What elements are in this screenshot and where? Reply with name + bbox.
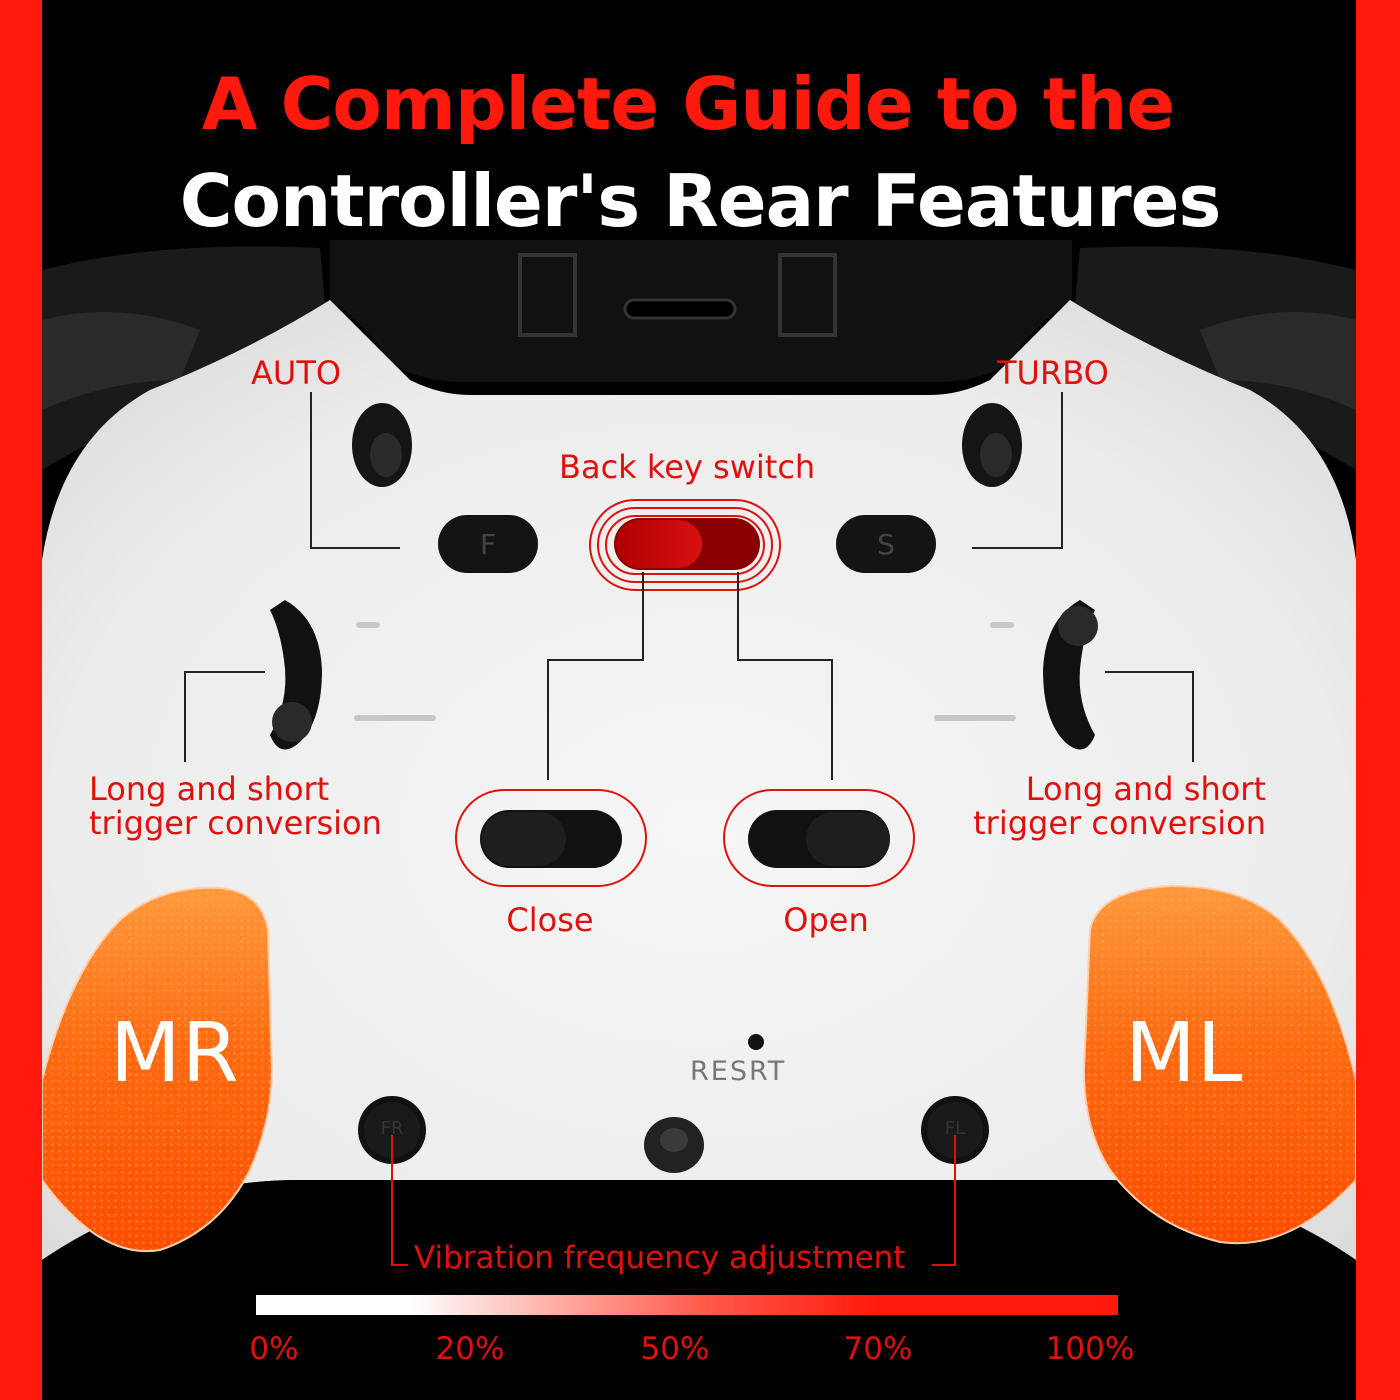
page-title-line1: A Complete Guide to the	[201, 62, 1175, 146]
usb-port-housing	[330, 240, 1072, 382]
left-trigger-label-line1: Long and short	[89, 770, 330, 808]
page-title-line2: Controller's Rear Features	[179, 159, 1222, 243]
reset-label: RESRT	[690, 1056, 787, 1087]
auto-hole-icon	[352, 403, 412, 487]
reset-hole-icon	[748, 1034, 764, 1050]
turbo-label: TURBO	[997, 354, 1109, 392]
vibration-leader-line-right	[932, 1135, 956, 1266]
left-trigger-slider-icon	[270, 600, 436, 750]
fl-button-label: FL	[944, 1118, 966, 1139]
right-red-border	[1356, 0, 1400, 1400]
f-button-label: F	[479, 528, 497, 561]
ml-paddle-shape	[1082, 884, 1357, 1245]
back-key-switch-label: Back key switch	[559, 448, 816, 486]
left-red-border	[0, 0, 42, 1400]
mr-paddle-label: MR	[110, 1006, 240, 1101]
open-label: Open	[783, 901, 869, 939]
scale-tick-70: 70%	[843, 1331, 913, 1367]
open-toggle-icon	[723, 789, 915, 887]
mr-paddle-shape	[41, 886, 274, 1253]
right-trigger-slider-icon	[934, 600, 1098, 750]
right-trigger-label-line1: Long and short	[1025, 770, 1266, 808]
scale-tick-100: 100%	[1045, 1331, 1135, 1367]
fr-button-label: FR	[380, 1118, 404, 1139]
scale-tick-0: 0%	[249, 1331, 299, 1367]
right-trigger-label-line2: trigger conversion	[973, 804, 1266, 842]
vibration-leader-line	[391, 1135, 408, 1266]
close-label: Close	[506, 901, 594, 939]
s-button-shape	[836, 515, 936, 573]
left-trigger-label-line2: trigger conversion	[89, 804, 382, 842]
s-button-label: S	[877, 528, 895, 561]
f-button-shape	[438, 515, 538, 573]
leader-lines	[184, 392, 1194, 780]
auto-label: AUTO	[251, 354, 342, 392]
turbo-hole-icon	[962, 403, 1022, 487]
ml-paddle-label: ML	[1125, 1006, 1244, 1101]
vibration-label: Vibration frequency adjustment	[414, 1240, 906, 1276]
scale-tick-20: 20%	[435, 1331, 505, 1367]
fr-button-shape	[358, 1096, 426, 1164]
fl-button-shape	[921, 1096, 989, 1164]
close-toggle-icon	[455, 789, 647, 887]
center-port-icon	[644, 1117, 704, 1173]
vibration-scale-bar	[256, 1295, 1118, 1315]
controller-shell	[42, 300, 1356, 1260]
back-key-switch-icon	[589, 499, 781, 591]
scale-tick-50: 50%	[640, 1331, 710, 1367]
